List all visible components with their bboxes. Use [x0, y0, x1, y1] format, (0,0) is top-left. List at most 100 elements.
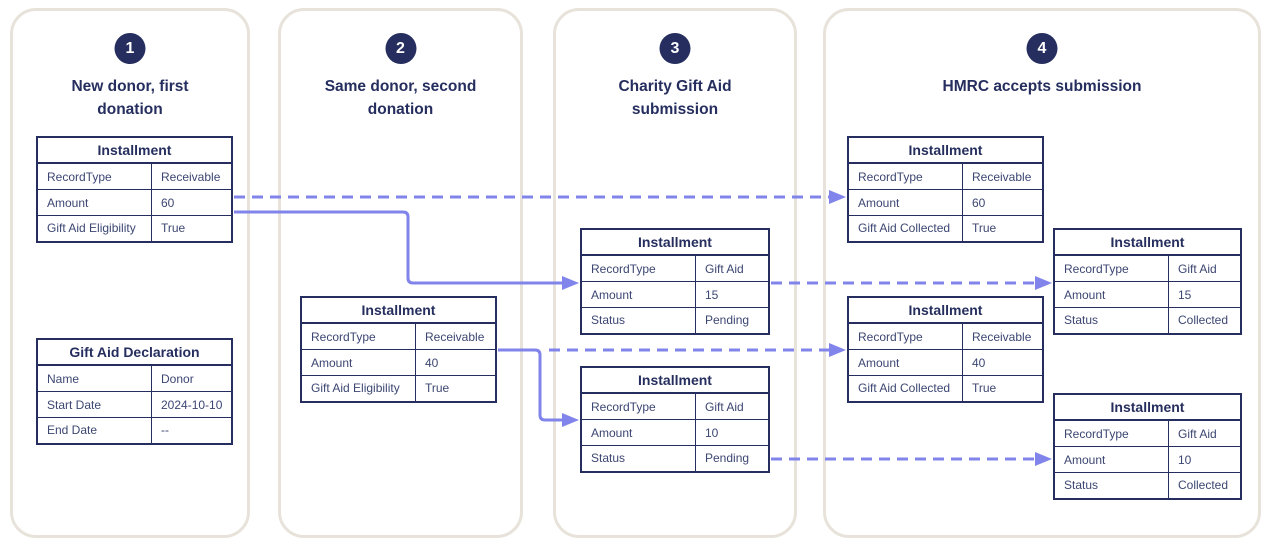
- table-cell-value: 15: [1178, 287, 1192, 302]
- table-step4-installment-receivable-60: Installment RecordType Receivable Amount…: [847, 136, 1044, 243]
- table-cell-label: Gift Aid Eligibility: [302, 376, 416, 401]
- step-1-number-badge: 1: [114, 33, 146, 64]
- table-title: Installment: [849, 138, 1042, 164]
- table-cell-value: Receivable: [972, 169, 1032, 184]
- panel-step-4-title: HMRC accepts submission: [942, 78, 1142, 95]
- table-cell-value: Gift Aid: [705, 399, 744, 414]
- table-title: Installment: [302, 298, 495, 324]
- table-cell-label: Name: [38, 366, 152, 391]
- table-cell-label: RecordType: [1055, 256, 1169, 281]
- table-cell-label: Gift Aid Collected: [849, 376, 963, 401]
- table-row: Gift Aid Eligibility True: [302, 376, 495, 401]
- table-row: End Date --: [38, 418, 231, 443]
- table-title: Installment: [849, 298, 1042, 324]
- table-row: RecordType Receivable: [849, 164, 1042, 190]
- table-cell-value: 10: [1178, 452, 1192, 467]
- table-cell-label: RecordType: [1055, 421, 1169, 446]
- table-cell-label: Status: [1055, 473, 1169, 498]
- table-cell-value: Receivable: [972, 329, 1032, 344]
- table-row: Status Pending: [582, 308, 768, 333]
- table-cell-label: Status: [1055, 308, 1169, 333]
- table-cell-label: Amount: [849, 350, 963, 375]
- table-row: Gift Aid Collected True: [849, 216, 1042, 241]
- table-title: Gift Aid Declaration: [38, 340, 231, 366]
- table-cell-value: 40: [425, 355, 439, 370]
- table-row: Status Pending: [582, 446, 768, 471]
- table-row: Amount 60: [849, 190, 1042, 216]
- table-cell-label: End Date: [38, 418, 152, 443]
- table-cell-value: True: [972, 221, 997, 236]
- table-cell-value: Gift Aid: [705, 261, 744, 276]
- table-cell-value: True: [161, 221, 186, 236]
- table-row: Gift Aid Eligibility True: [38, 216, 231, 241]
- table-row: RecordType Receivable: [849, 324, 1042, 350]
- step-3-number-badge: 3: [659, 33, 691, 64]
- table-cell-label: Amount: [302, 350, 416, 375]
- table-cell-label: RecordType: [302, 324, 416, 349]
- table-cell-label: RecordType: [849, 164, 963, 189]
- step-4-number-badge: 4: [1026, 33, 1058, 64]
- table-title: Installment: [582, 368, 768, 394]
- table-row: RecordType Receivable: [38, 164, 231, 190]
- table-cell-value: Collected: [1178, 313, 1229, 328]
- table-cell-value: Gift Aid: [1178, 426, 1217, 441]
- table-cell-value: Receivable: [425, 329, 485, 344]
- table-cell-value: True: [972, 381, 997, 396]
- table-cell-label: Amount: [1055, 447, 1169, 472]
- table-cell-value: Receivable: [161, 169, 221, 184]
- table-cell-label: RecordType: [38, 164, 152, 189]
- table-row: Amount 40: [302, 350, 495, 376]
- table-cell-label: Gift Aid Collected: [849, 216, 963, 241]
- table-cell-label: Amount: [1055, 282, 1169, 307]
- table-row: Status Collected: [1055, 473, 1240, 498]
- table-step3-installment-giftaid-10: Installment RecordType Gift Aid Amount 1…: [580, 366, 770, 473]
- table-step4-installment-giftaid-15: Installment RecordType Gift Aid Amount 1…: [1053, 228, 1242, 335]
- table-row: Status Collected: [1055, 308, 1240, 333]
- table-cell-value: 60: [161, 195, 175, 210]
- table-row: RecordType Gift Aid: [1055, 256, 1240, 282]
- table-cell-value: 10: [705, 425, 719, 440]
- table-step2-installment: Installment RecordType Receivable Amount…: [300, 296, 497, 403]
- table-cell-label: Amount: [582, 420, 696, 445]
- panel-step-1-title: New donor, first donation: [71, 78, 189, 118]
- table-row: Amount 10: [582, 420, 768, 446]
- table-cell-label: RecordType: [849, 324, 963, 349]
- table-row: Amount 40: [849, 350, 1042, 376]
- panel-step-1: 1 New donor, first donation: [10, 8, 250, 538]
- table-cell-label: Amount: [849, 190, 963, 215]
- table-cell-label: Status: [582, 308, 696, 333]
- table-cell-value: Gift Aid: [1178, 261, 1217, 276]
- table-step3-installment-giftaid-15: Installment RecordType Gift Aid Amount 1…: [580, 228, 770, 335]
- panel-step-2-title: Same donor, second donation: [324, 78, 477, 118]
- table-row: Amount 15: [582, 282, 768, 308]
- table-cell-label: RecordType: [582, 394, 696, 419]
- table-row: Amount 60: [38, 190, 231, 216]
- table-row: RecordType Gift Aid: [582, 256, 768, 282]
- table-cell-value: 15: [705, 287, 719, 302]
- table-cell-label: RecordType: [582, 256, 696, 281]
- panel-step-3-title: Charity Gift Aid submission: [618, 78, 732, 118]
- table-step4-installment-giftaid-10: Installment RecordType Gift Aid Amount 1…: [1053, 393, 1242, 500]
- table-cell-value: Pending: [705, 313, 750, 328]
- table-row: RecordType Gift Aid: [1055, 421, 1240, 447]
- table-cell-value: 2024-10-10: [161, 397, 223, 412]
- table-cell-value: --: [161, 423, 169, 438]
- table-cell-value: Pending: [705, 451, 750, 466]
- table-title: Installment: [582, 230, 768, 256]
- table-row: Amount 10: [1055, 447, 1240, 473]
- panel-step-2: 2 Same donor, second donation: [278, 8, 523, 538]
- step-2-number-badge: 2: [385, 33, 416, 64]
- table-cell-value: True: [425, 381, 450, 396]
- table-cell-label: Start Date: [38, 392, 152, 417]
- table-cell-value: 60: [972, 195, 986, 210]
- table-row: Gift Aid Collected True: [849, 376, 1042, 401]
- table-title: Installment: [38, 138, 231, 164]
- table-row: Name Donor: [38, 366, 231, 392]
- table-cell-label: Status: [582, 446, 696, 471]
- table-row: RecordType Receivable: [302, 324, 495, 350]
- table-step1-installment: Installment RecordType Receivable Amount…: [36, 136, 233, 243]
- table-title: Installment: [1055, 230, 1240, 256]
- table-step1-gift-aid-declaration: Gift Aid Declaration Name Donor Start Da…: [36, 338, 233, 445]
- table-row: RecordType Gift Aid: [582, 394, 768, 420]
